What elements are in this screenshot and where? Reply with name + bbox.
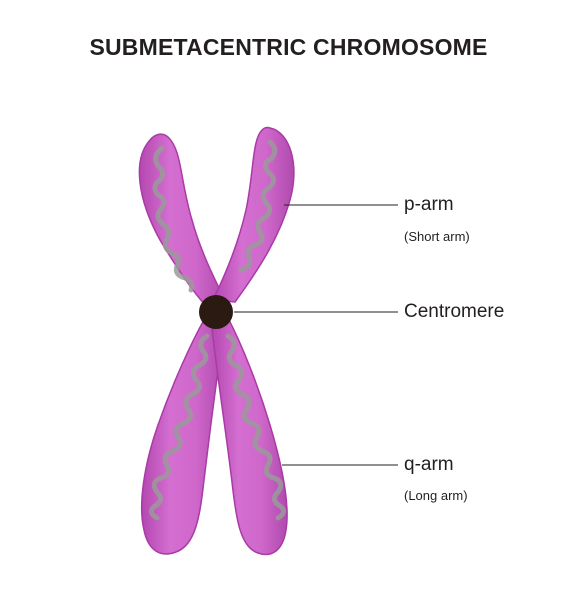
diagram-title: SUBMETACENTRIC CHROMOSOME [89, 34, 488, 60]
chromatid-body [140, 316, 225, 555]
q-arm-left-chromatid [140, 316, 225, 555]
p-arm-left-chromatid [138, 133, 227, 306]
chromatin-coil [149, 333, 210, 521]
q-arm-label: q-arm [404, 454, 454, 475]
q-arm-right-chromatid [211, 316, 288, 556]
chromatin-coil [225, 333, 286, 521]
centromere-label: Centromere [404, 301, 505, 322]
p-arm-right-chromatid [211, 126, 295, 303]
centromere-dot [199, 295, 233, 329]
p-arm-note: (Short arm) [404, 229, 470, 244]
chromatid-body [211, 316, 288, 556]
chromatin-coil [152, 145, 195, 293]
q-arm-note: (Long arm) [404, 488, 468, 503]
chromatid-body [211, 126, 295, 303]
p-arm-label: p-arm [404, 194, 454, 215]
chromatin-coil [238, 139, 278, 273]
